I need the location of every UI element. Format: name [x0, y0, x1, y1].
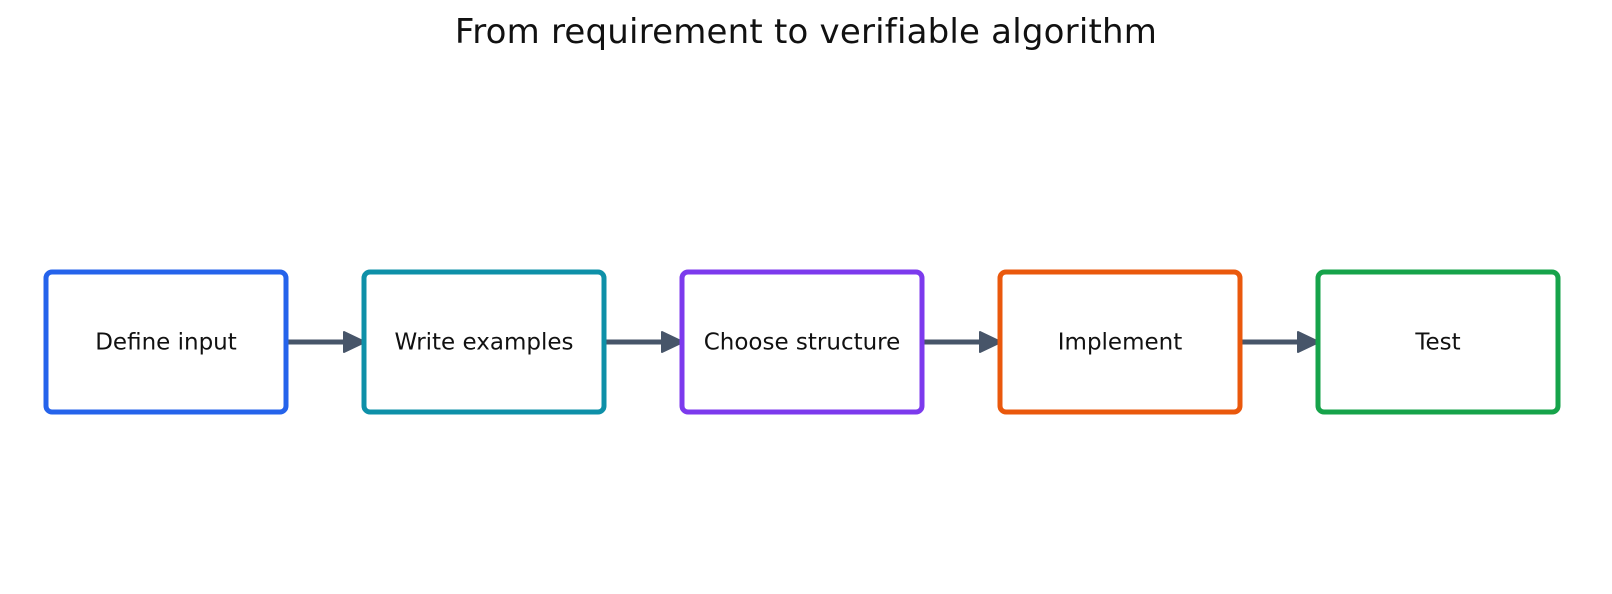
step-node: Test: [1315, 269, 1561, 415]
step-label: Define input: [95, 330, 237, 356]
step-box: [679, 269, 925, 415]
steps-layer: Define input Write examples Choose structu…: [43, 269, 1561, 415]
arrow-head: [1297, 331, 1320, 353]
step-label: Test: [1414, 330, 1460, 356]
step-label: Write examples: [394, 330, 573, 356]
flow-arrow: [604, 331, 684, 353]
arrow-head: [979, 331, 1002, 353]
step-label: Choose structure: [704, 330, 901, 356]
arrows-layer: [286, 331, 1320, 353]
flow-arrow: [286, 331, 366, 353]
step-box: [43, 269, 289, 415]
diagram-title: From requirement to verifiable algorithm: [454, 12, 1158, 52]
step-node: Define input: [43, 269, 289, 415]
step-node: Choose structure: [679, 269, 925, 415]
step-node: Write examples: [361, 269, 607, 415]
step-label: Implement: [1058, 330, 1182, 356]
arrow-head: [343, 331, 366, 353]
arrow-head: [661, 331, 684, 353]
step-box: [997, 269, 1243, 415]
step-box: [1315, 269, 1561, 415]
flow-arrow: [1240, 331, 1320, 353]
flow-arrow: [922, 331, 1002, 353]
step-node: Implement: [997, 269, 1243, 415]
step-box: [361, 269, 607, 415]
